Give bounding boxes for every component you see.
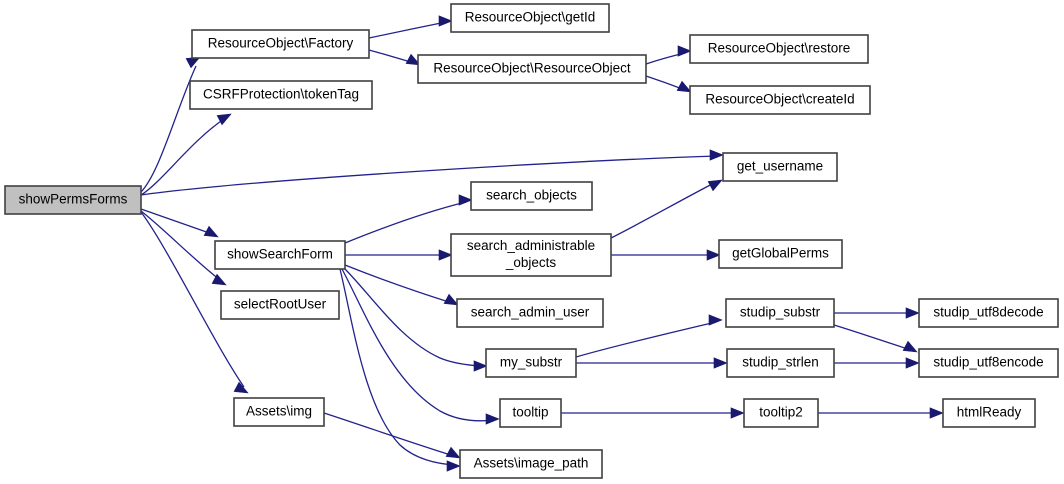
node-box[interactable] <box>189 80 373 110</box>
node-box[interactable] <box>191 29 370 59</box>
edge-layer <box>140 15 944 472</box>
edge-showSearchForm-to-search_objects <box>344 201 467 244</box>
arrowhead-icon <box>485 413 500 425</box>
node-htmlReady[interactable]: htmlReady <box>942 398 1036 428</box>
arrowhead-icon <box>203 225 219 238</box>
arrowhead-icon <box>211 273 227 286</box>
edge-search_administrable_objects-to-get_username <box>610 181 717 239</box>
node-search_administrable_objects[interactable]: search_administrable_objects <box>450 233 612 277</box>
node-ResourceObjectResourceObject[interactable]: ResourceObject\ResourceObject <box>417 54 647 84</box>
node-get_username[interactable]: get_username <box>722 152 838 182</box>
node-box[interactable] <box>485 348 577 378</box>
arrowhead-icon <box>233 381 249 394</box>
edge-showPermsForms-to-ResourceObjectFactory <box>140 65 197 193</box>
node-Assetsimg[interactable]: Assets\img <box>233 397 325 427</box>
arrowhead-icon <box>905 357 920 369</box>
arrowhead-icon <box>405 53 421 66</box>
arrowhead-icon <box>458 194 473 206</box>
edge-showSearchForm-to-tooltip <box>341 268 495 422</box>
node-box[interactable] <box>450 3 610 33</box>
node-box[interactable] <box>725 298 835 328</box>
edge-showPermsForms-to-selectRootUser <box>140 210 221 281</box>
node-ResourceObjectFactory[interactable]: ResourceObject\Factory <box>191 29 370 59</box>
node-tooltip[interactable]: tooltip <box>499 398 562 428</box>
node-box[interactable] <box>722 152 838 182</box>
arrowhead-icon <box>707 179 723 192</box>
arrowhead-icon <box>929 407 944 419</box>
node-tooltip2[interactable]: tooltip2 <box>743 398 819 428</box>
arrowhead-icon <box>438 249 453 261</box>
node-box[interactable] <box>417 54 647 84</box>
edge-showPermsForms-to-Assetsimg <box>140 211 245 388</box>
node-search_admin_user[interactable]: search_admin_user <box>456 298 604 328</box>
arrowhead-icon <box>443 293 459 306</box>
edge-ResourceObjectFactory-to-ResourceObjectGetId <box>368 21 447 39</box>
node-box[interactable] <box>743 398 819 428</box>
node-selectRootUser[interactable]: selectRootUser <box>220 290 340 320</box>
node-box[interactable] <box>918 298 1059 328</box>
node-my_substr[interactable]: my_substr <box>485 348 577 378</box>
node-box[interactable] <box>726 348 835 378</box>
arrowhead-icon <box>473 360 488 372</box>
node-studip_substr[interactable]: studip_substr <box>725 298 835 328</box>
node-box[interactable] <box>220 290 340 320</box>
node-CSRFProtectionTokenTag[interactable]: CSRFProtection\tokenTag <box>189 80 373 110</box>
node-layer: showPermsForms ResourceObject\FactoryCSRF… <box>4 3 1059 479</box>
node-box[interactable] <box>459 449 603 479</box>
edge-showPermsForms-to-get_username <box>140 155 719 196</box>
edge-showSearchForm-to-search_admin_user <box>344 264 453 304</box>
edge-showPermsForms-to-CSRFProtectionTokenTag <box>140 118 225 196</box>
arrowhead-icon <box>445 446 461 459</box>
node-box[interactable] <box>4 185 142 215</box>
node-studip_utf8decode[interactable]: studip_utf8decode <box>918 298 1059 328</box>
node-ResourceObjectGetId[interactable]: ResourceObject\getId <box>450 3 610 33</box>
arrowhead-icon <box>216 113 232 126</box>
node-studip_strlen[interactable]: studip_strlen <box>726 348 835 378</box>
arrowhead-icon <box>902 340 918 353</box>
node-box[interactable] <box>689 34 869 64</box>
arrowhead-icon <box>708 314 723 326</box>
edge-studip_substr-to-studip_utf8encode <box>833 324 912 351</box>
node-getGlobalPerms[interactable]: getGlobalPerms <box>718 239 843 269</box>
node-ResourceObjectRestore[interactable]: ResourceObject\restore <box>689 34 869 64</box>
edge-my_substr-to-studip_substr <box>575 321 717 358</box>
node-box[interactable] <box>718 239 843 269</box>
arrowhead-icon <box>677 45 692 57</box>
node-box[interactable] <box>214 240 346 270</box>
arrowhead-icon <box>905 307 920 319</box>
edge-showSearchForm-to-Assetsimage_path <box>339 268 456 466</box>
node-search_objects[interactable]: search_objects <box>470 181 593 211</box>
node-box[interactable] <box>689 85 871 115</box>
arrowhead-icon <box>730 407 745 419</box>
arrowhead-icon <box>713 357 728 369</box>
node-showSearchForm[interactable]: showSearchForm <box>214 240 346 270</box>
arrowhead-icon <box>709 149 724 161</box>
node-showPermsForms[interactable]: showPermsForms <box>4 185 142 215</box>
node-box[interactable] <box>456 298 604 328</box>
node-Assetsimage_path[interactable]: Assets\image_path <box>459 449 603 479</box>
arrowhead-icon <box>706 249 721 261</box>
node-box[interactable] <box>918 348 1059 378</box>
node-ResourceObjectCreateId[interactable]: ResourceObject\createId <box>689 85 871 115</box>
node-studip_utf8encode[interactable]: studip_utf8encode <box>918 348 1059 378</box>
edge-showSearchForm-to-my_substr <box>343 267 482 367</box>
node-box[interactable] <box>942 398 1036 428</box>
edge-Assetsimg-to-Assetsimage_path <box>323 412 455 457</box>
node-box[interactable] <box>450 233 612 277</box>
node-box[interactable] <box>499 398 562 428</box>
arrowhead-icon <box>676 80 692 93</box>
arrowhead-icon <box>438 15 453 27</box>
arrowhead-icon <box>446 460 461 472</box>
node-box[interactable] <box>233 397 325 427</box>
node-box[interactable] <box>470 181 593 211</box>
edge-showPermsForms-to-showSearchForm <box>140 208 213 235</box>
